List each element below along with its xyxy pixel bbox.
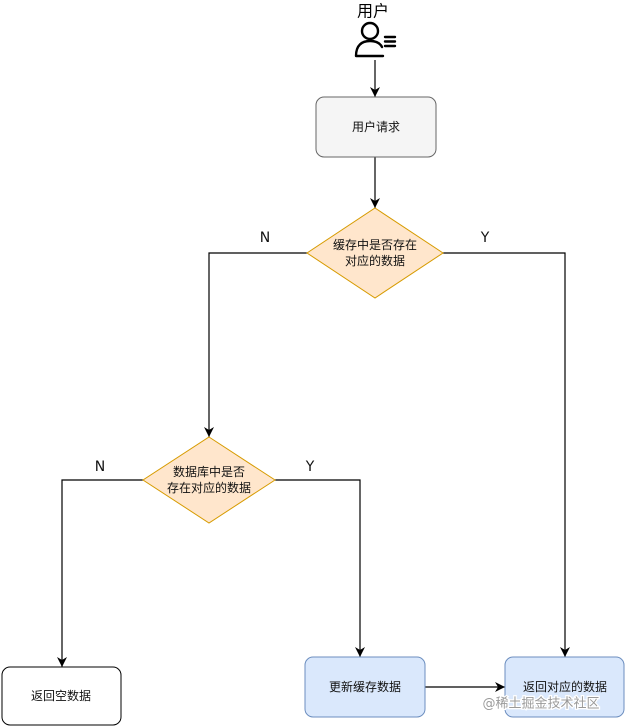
node-db-check-line-2: 存在对应的数据 bbox=[167, 480, 251, 495]
user-icon bbox=[354, 21, 397, 58]
node-cache-check-line-1: 缓存中是否存在 bbox=[333, 237, 417, 252]
node-return-data: 返回对应的数据 bbox=[504, 656, 625, 718]
edge-label-cache-yes: Y bbox=[480, 230, 490, 246]
node-return-data-shape bbox=[504, 656, 625, 718]
node-cache-check-line-2: 对应的数据 bbox=[345, 253, 405, 268]
node-return-data-label: 返回对应的数据 bbox=[523, 679, 607, 694]
node-cache-check-shape bbox=[306, 207, 444, 299]
edge-db-no bbox=[57, 479, 143, 667]
node-return-empty-label: 返回空数据 bbox=[31, 688, 91, 703]
node-user-request-shape bbox=[315, 96, 437, 158]
edge-cache-yes bbox=[443, 252, 570, 657]
edge-db-yes bbox=[275, 479, 365, 657]
edge-label-db-no: N bbox=[95, 459, 105, 475]
edge-cache-no bbox=[204, 252, 307, 437]
watermark-text: @稀土掘金技术社区 bbox=[482, 696, 599, 712]
node-user-request: 用户请求 bbox=[315, 96, 437, 158]
actor-user: 用户 bbox=[354, 2, 397, 58]
node-update-cache-label: 更新缓存数据 bbox=[329, 679, 401, 694]
edge-label-db-yes: Y bbox=[305, 459, 315, 475]
node-update-cache: 更新缓存数据 bbox=[304, 656, 426, 718]
node-user-request-label: 用户请求 bbox=[352, 119, 400, 134]
edge-label-cache-no: N bbox=[260, 230, 270, 246]
node-db-check-line-1: 数据库中是否 bbox=[173, 464, 245, 479]
node-return-empty-shape bbox=[1, 666, 122, 726]
node-db-check: 数据库中是否 存在对应的数据 bbox=[142, 436, 276, 524]
node-update-cache-shape bbox=[304, 656, 426, 718]
node-db-check-shape bbox=[142, 436, 276, 524]
node-return-empty: 返回空数据 bbox=[1, 666, 122, 726]
actor-label: 用户 bbox=[357, 2, 389, 21]
node-cache-check: 缓存中是否存在 对应的数据 bbox=[306, 207, 444, 299]
